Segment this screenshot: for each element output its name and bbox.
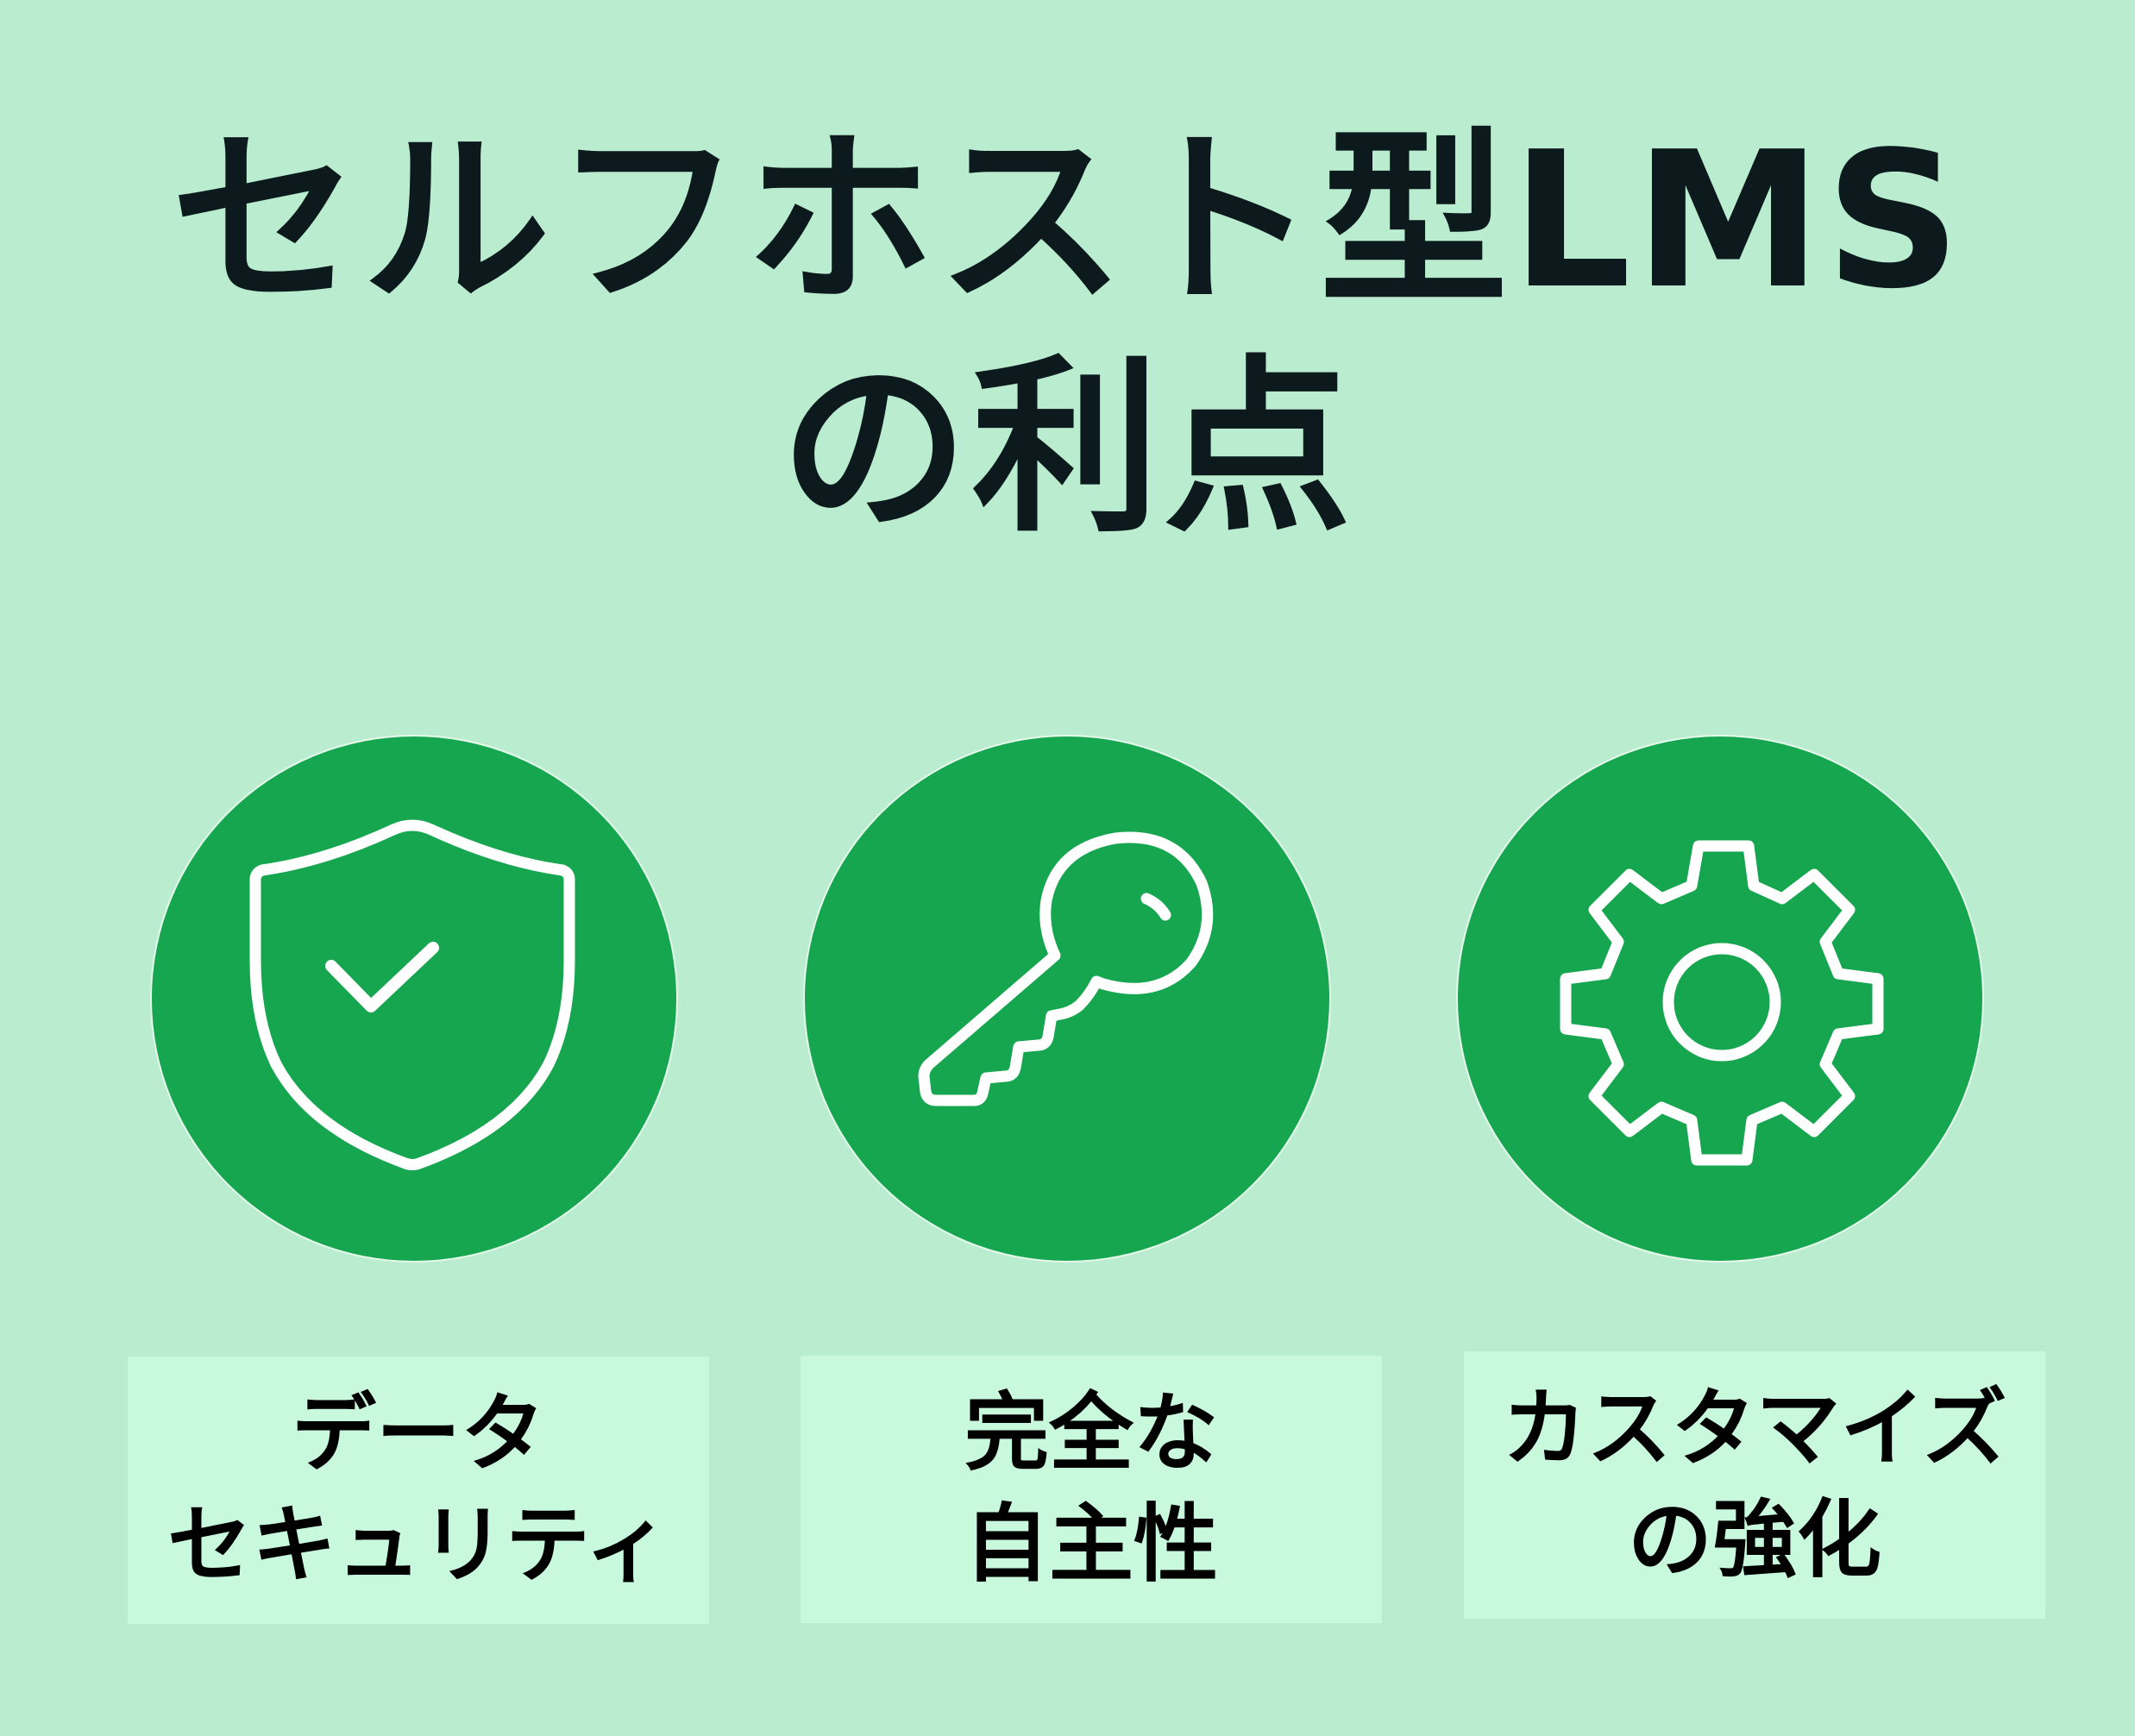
benefit-label-line-1: 完全な [964, 1383, 1218, 1482]
key-icon [918, 831, 1214, 1106]
benefit-label-line-2: セキュリティ [166, 1496, 670, 1595]
gear-icon [1560, 840, 1884, 1166]
benefit-label-line-2: の強化 [1627, 1491, 1881, 1589]
benefit-label-line-2: 自主性 [964, 1495, 1218, 1594]
benefit-icon-circle-security [152, 736, 676, 1261]
benefit-card-customization: カスタマイズ の強化 [1464, 1351, 2045, 1619]
page-title-line-2: の利点 [780, 340, 1355, 558]
benefit-label-line-1: カスタマイズ [1502, 1379, 2007, 1478]
benefit-card-autonomy: 完全な 自主性 [801, 1356, 1382, 1623]
page-title-line-1: セルフホスト型LMS [171, 112, 1964, 330]
benefit-icon-circle-customization [1458, 736, 1982, 1261]
benefit-card-security: データ セキュリティ [128, 1357, 709, 1624]
shield-check-icon [249, 819, 575, 1170]
benefit-icon-circle-autonomy [805, 736, 1329, 1261]
benefit-label-line-1: データ [291, 1384, 545, 1483]
